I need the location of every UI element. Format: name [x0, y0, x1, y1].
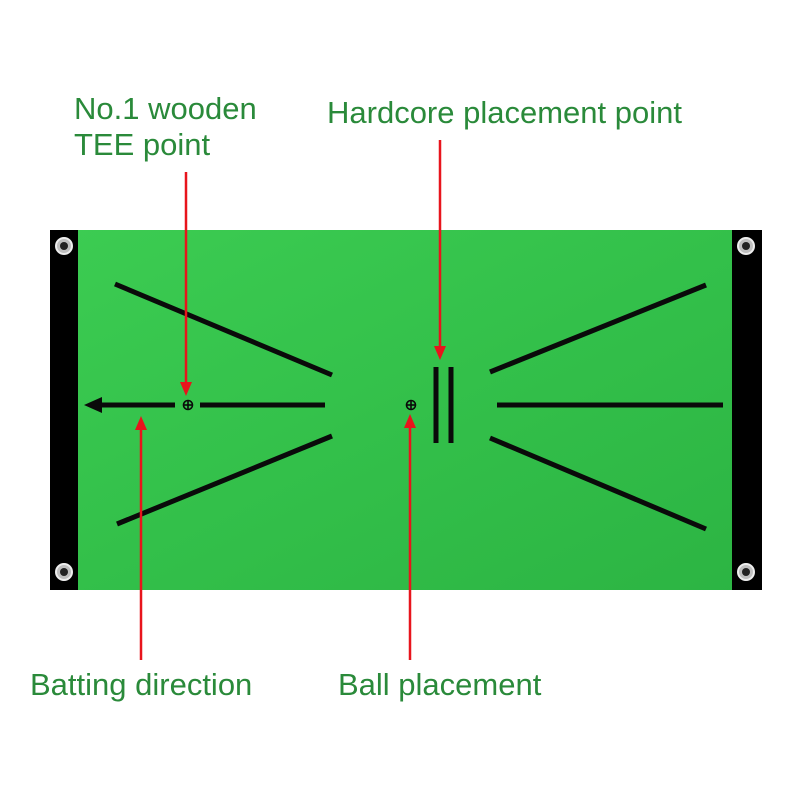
- grommet-icon: [55, 237, 73, 255]
- callout-arrows: [135, 140, 446, 660]
- left-upper-guide-line: [114, 281, 333, 378]
- ball-placement-label: Ball placement: [338, 667, 542, 702]
- tee-point-label-line2: TEE point: [74, 127, 211, 162]
- right-edge-strip: [732, 230, 762, 590]
- grommet-icon: [737, 563, 755, 581]
- mat-markings: [98, 281, 723, 532]
- grommet-icon: [55, 563, 73, 581]
- tee-point-label-line1: No.1 wooden: [74, 91, 257, 126]
- right-lower-guide-line: [489, 435, 707, 532]
- left-edge-strip: [50, 230, 78, 590]
- hardcore-placement-label: Hardcore placement point: [327, 95, 682, 130]
- batting-direction-arrowhead: [84, 397, 102, 413]
- right-upper-guide-line: [489, 282, 707, 375]
- ball-placement-crosshair-icon: [405, 399, 417, 411]
- tee-point-crosshair-icon: [182, 399, 194, 411]
- left-lower-guide-line: [116, 433, 333, 527]
- tee-point-label: No.1 wooden TEE point: [74, 91, 257, 163]
- batting-direction-label: Batting direction: [30, 667, 253, 702]
- grommet-icon: [737, 237, 755, 255]
- turf-surface: [50, 230, 762, 590]
